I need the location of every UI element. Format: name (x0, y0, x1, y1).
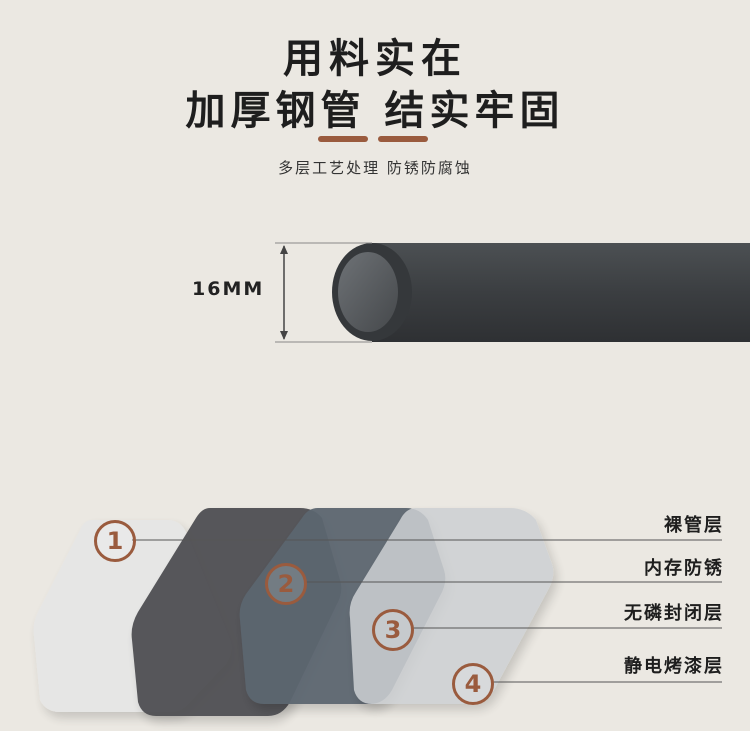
layer-label-1: 裸管层 (664, 515, 724, 536)
heading-line-2: 加厚钢管 结实牢固 (185, 88, 565, 134)
layer-label-4: 静电烤漆层 (624, 656, 724, 677)
accent-bar-left (318, 136, 368, 142)
dim-arrow-up (280, 245, 288, 254)
layer-number-3: 3 (372, 609, 414, 651)
layer-number-4: 4 (452, 663, 494, 705)
heading-line-1: 用料实在 (283, 36, 467, 82)
layer-number-1: 1 (94, 520, 136, 562)
layer-label-3: 无磷封闭层 (624, 603, 724, 624)
layer-label-2: 内存防锈 (644, 558, 724, 579)
accent-bar-right (378, 136, 428, 142)
layer-number-2: 2 (265, 563, 307, 605)
steel-tube (332, 243, 750, 342)
diameter-label: 16MM (192, 278, 265, 300)
subtitle: 多层工艺处理 防锈防腐蚀 (278, 159, 472, 177)
layer-panel-4 (349, 508, 554, 704)
dim-arrow-down (280, 331, 288, 340)
